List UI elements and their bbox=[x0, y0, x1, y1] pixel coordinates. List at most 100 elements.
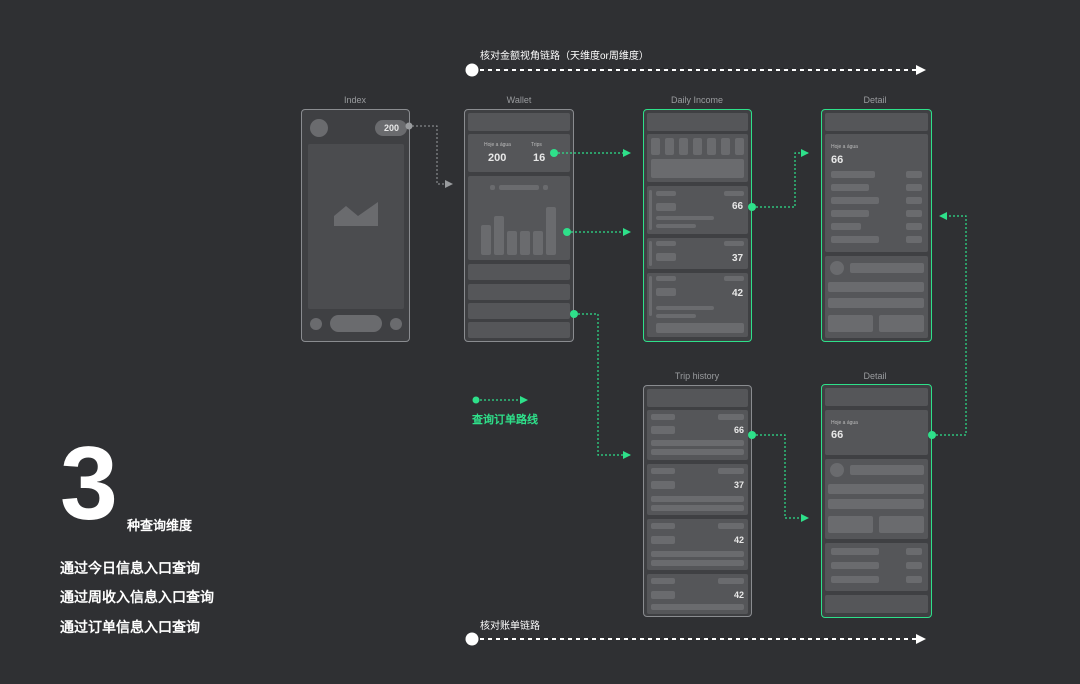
driver-line bbox=[828, 484, 924, 494]
driver-avatar bbox=[830, 463, 844, 477]
income-line bbox=[656, 224, 696, 228]
income-card-bar bbox=[649, 241, 652, 266]
trip-line bbox=[718, 523, 744, 529]
detail-line bbox=[906, 236, 922, 243]
action-button[interactable] bbox=[828, 315, 873, 332]
chart-bar bbox=[481, 225, 491, 255]
day-chip[interactable] bbox=[707, 138, 716, 155]
summary-big-number: 3 bbox=[60, 426, 118, 542]
detail-to-detail-arrow bbox=[928, 212, 967, 439]
driver-name bbox=[850, 465, 924, 475]
trip-line bbox=[651, 578, 675, 584]
trip-value-4: 42 bbox=[734, 590, 745, 600]
wallet-screen: Hoje a água 200 Trips 16 bbox=[464, 109, 574, 342]
income-line bbox=[656, 323, 744, 333]
wallet-stat2-label: Trips bbox=[531, 142, 542, 148]
nav-center-button[interactable] bbox=[330, 315, 382, 332]
day-chip[interactable] bbox=[735, 138, 744, 155]
daily-to-detail-arrow bbox=[748, 149, 809, 211]
income-card-bar bbox=[649, 190, 652, 230]
trip-line bbox=[718, 468, 744, 474]
detail-line bbox=[906, 210, 922, 217]
wallet-header bbox=[468, 113, 570, 131]
legend-arrow bbox=[472, 396, 528, 404]
trip-line bbox=[651, 481, 675, 489]
legend-label: 查询订单路线 bbox=[472, 414, 538, 426]
index-screen: 200 bbox=[301, 109, 410, 342]
income-line bbox=[656, 276, 676, 281]
chart-nav-bar bbox=[499, 185, 539, 190]
daily-header bbox=[647, 113, 748, 131]
detail-line bbox=[906, 184, 922, 191]
trip-line bbox=[651, 468, 675, 474]
summary-suffix: 种查询维度 bbox=[127, 518, 193, 533]
chart-nav-dot bbox=[543, 185, 548, 190]
detail-top-title: Detail bbox=[863, 95, 887, 105]
bottom-route-label: 核对账单链路 bbox=[480, 621, 540, 632]
driver-line bbox=[828, 298, 924, 308]
image-icon bbox=[334, 202, 378, 226]
nav-right-dot[interactable] bbox=[390, 318, 402, 330]
wallet-row[interactable] bbox=[468, 303, 570, 319]
bottom-route-arrow bbox=[465, 632, 926, 646]
income-line bbox=[656, 314, 696, 318]
income-value-1: 66 bbox=[732, 201, 744, 212]
wallet-row[interactable] bbox=[468, 264, 570, 280]
day-chip[interactable] bbox=[679, 138, 688, 155]
wallet-row[interactable] bbox=[468, 322, 570, 338]
trip-line bbox=[651, 505, 744, 511]
wallet-to-daily-arrow-1 bbox=[550, 149, 631, 157]
income-line bbox=[724, 191, 744, 196]
income-card-bar bbox=[649, 276, 652, 316]
action-button[interactable] bbox=[879, 315, 924, 332]
nav-left-dot[interactable] bbox=[310, 318, 322, 330]
driver-line bbox=[828, 282, 924, 292]
trip-line bbox=[651, 604, 744, 610]
chart-bar bbox=[507, 231, 517, 255]
trip-line bbox=[651, 426, 675, 434]
day-chip[interactable] bbox=[721, 138, 730, 155]
trip-line bbox=[651, 496, 744, 502]
action-button[interactable] bbox=[879, 516, 924, 533]
action-button[interactable] bbox=[828, 516, 873, 533]
detail-line bbox=[831, 197, 879, 204]
detail-bottom-title: Detail bbox=[863, 371, 887, 381]
trip-line bbox=[718, 578, 744, 584]
balance-pill[interactable] bbox=[375, 120, 407, 136]
detail-line bbox=[906, 171, 922, 178]
detail-top-label: Hoje a água bbox=[831, 144, 858, 150]
fare-line bbox=[831, 576, 879, 583]
day-chip[interactable] bbox=[693, 138, 702, 155]
detail-top-screen: Hoje a água 66 bbox=[821, 109, 932, 342]
avatar bbox=[310, 119, 328, 137]
daily-income-screen: 66 37 42 bbox=[643, 109, 752, 342]
trip-history-title: Trip history bbox=[674, 371, 720, 381]
detail-bottom-label: Hoje a água bbox=[831, 420, 858, 426]
detail-bottom-screen: Hoje a água 66 bbox=[821, 384, 932, 618]
income-line bbox=[656, 306, 714, 310]
index-balance: 200 bbox=[384, 123, 400, 133]
income-line bbox=[656, 216, 714, 220]
driver-name bbox=[850, 263, 924, 273]
day-chip[interactable] bbox=[665, 138, 674, 155]
chart-bar bbox=[546, 207, 556, 255]
summary-line-3: 通过订单信息入口查询 bbox=[60, 619, 200, 635]
income-line bbox=[656, 288, 676, 296]
trip-line bbox=[651, 449, 744, 455]
income-line bbox=[656, 203, 676, 211]
income-line bbox=[656, 191, 676, 196]
detail-bottom-value: 66 bbox=[831, 429, 844, 441]
day-chip[interactable] bbox=[651, 138, 660, 155]
daily-income-title: Daily Income bbox=[670, 95, 724, 105]
detail-line bbox=[906, 197, 922, 204]
fare-line bbox=[906, 562, 922, 569]
map-area bbox=[308, 144, 404, 309]
wallet-title: Wallet bbox=[506, 95, 532, 105]
income-line bbox=[656, 241, 676, 246]
wallet-row[interactable] bbox=[468, 284, 570, 300]
chart-nav-dot bbox=[490, 185, 495, 190]
detail-line bbox=[906, 223, 922, 230]
trip-line bbox=[651, 523, 675, 529]
driver-avatar bbox=[830, 261, 844, 275]
